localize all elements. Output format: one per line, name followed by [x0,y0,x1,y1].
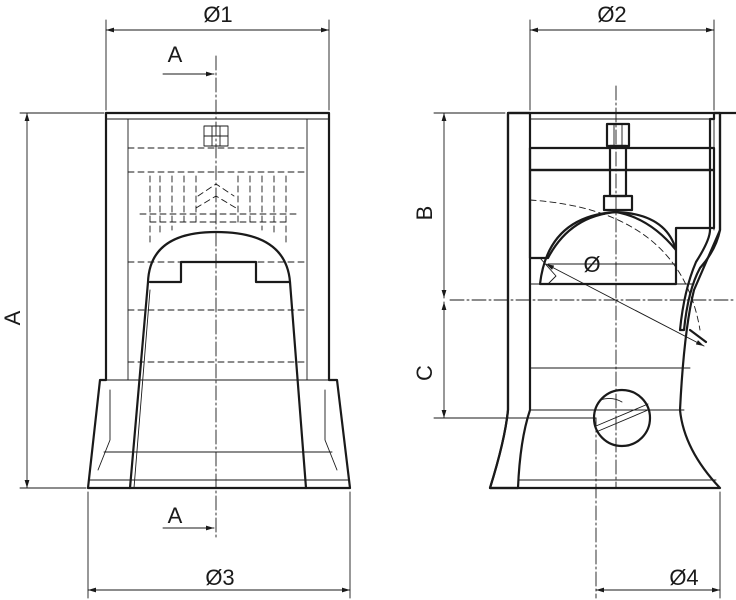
elastomer-pad [528,168,716,260]
label-ball-diameter: Ø [583,252,600,277]
label-dim-b: B [412,206,437,221]
label-d4: Ø4 [669,565,698,590]
dimension-d4: Ø4 [595,491,721,599]
side-hole [592,388,652,448]
dimension-d3: Ø3 [87,491,351,599]
label-section-bottom: A [168,503,183,528]
dimension-d1: Ø1 [105,2,330,111]
label-d2: Ø2 [597,2,626,27]
right-wall-hatch [678,111,736,332]
label-dim-a: A [0,310,25,325]
label-section-top: A [168,42,183,67]
label-dim-c: C [412,365,437,381]
top-plate-hatch [528,146,716,172]
dimension-b: B [412,112,506,299]
section-view [449,85,736,599]
cage-slots [139,175,297,243]
ball-dome [538,210,678,286]
grease-nipple [602,122,634,212]
dimension-a: A [0,112,105,489]
label-d1: Ø1 [203,2,232,27]
dimension-d2: Ø2 [529,2,715,111]
dimension-ball: Ø [545,252,705,347]
section-marker-top: A [162,42,215,77]
section-marker-bottom: A [162,503,215,531]
front-view [86,55,352,541]
dimension-c: C [412,301,597,419]
left-wall-hatch [488,111,532,490]
label-d3: Ø3 [205,565,234,590]
